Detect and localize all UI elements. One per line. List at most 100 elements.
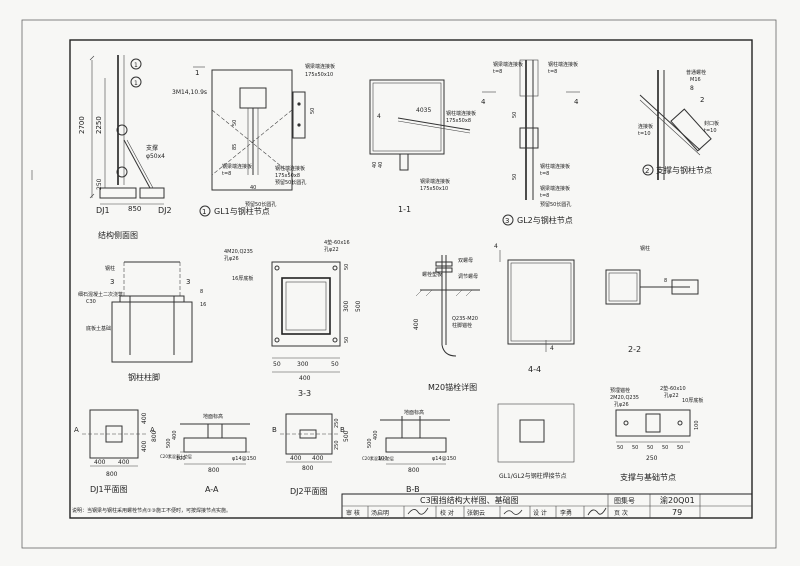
node1-t8: t=8 bbox=[222, 171, 231, 177]
svg-text:16: 16 bbox=[200, 302, 206, 308]
title-block: C3围挡结构大样图、基础图 图集号 渝20Q01 审 核 汤启明 校 对 张朝云… bbox=[341, 493, 753, 519]
plate-washer-hole: 孔φ22 bbox=[324, 246, 339, 253]
svg-text:400: 400 bbox=[312, 455, 324, 462]
node3-label-c: 钢柱端连接板 bbox=[540, 163, 570, 170]
page-no: 79 bbox=[672, 508, 682, 517]
label-dj1: DJ1 bbox=[96, 206, 110, 215]
svg-text:400: 400 bbox=[118, 459, 130, 466]
node1-beam-plate: 钢梁端连接板 bbox=[305, 63, 335, 70]
svg-text:孔φ26: 孔φ26 bbox=[614, 401, 629, 408]
svg-text:50: 50 bbox=[331, 361, 339, 368]
node2-title: 支撑与钢柱节点 bbox=[656, 165, 712, 175]
aa-title: A-A bbox=[205, 485, 219, 494]
sec11-tag: 4 bbox=[377, 113, 381, 120]
svg-text:t=10: t=10 bbox=[704, 128, 717, 134]
m20-anchor-label: 柱脚锚栓 bbox=[452, 322, 472, 329]
svg-text:1: 1 bbox=[134, 80, 138, 87]
m20-washer: 螺栓垫板 bbox=[422, 271, 442, 278]
svg-text:50: 50 bbox=[344, 264, 350, 270]
node1-detail: 1 3M14,10.9s 钢梁端连接板 175x50x10 钢柱端连接板 175… bbox=[172, 63, 335, 217]
node1-dim-c: 50 bbox=[310, 108, 316, 114]
colfoot-grout: 细石混凝土二次浇筑 bbox=[78, 291, 123, 298]
svg-text:2M20,Q235: 2M20,Q235 bbox=[610, 395, 639, 401]
svg-text:400: 400 bbox=[172, 430, 178, 440]
bb-title: B-B bbox=[406, 485, 420, 494]
dj1-plan: A A 400 400 800 400 400 800 DJ1平面图 bbox=[74, 409, 158, 494]
svg-text:50: 50 bbox=[344, 337, 350, 343]
node3-label-b: 钢柱端连接板 bbox=[548, 61, 578, 68]
design-label: 设 计 bbox=[533, 509, 547, 517]
sec11-dim-b: 40 bbox=[378, 162, 384, 168]
atlas-no: 渝20Q01 bbox=[660, 495, 695, 505]
node1-section-tag: 1 bbox=[195, 69, 199, 77]
colfoot-col: 钢柱 bbox=[105, 265, 115, 272]
aa-rebar: φ14@150 bbox=[232, 456, 256, 462]
drawing-note: 说明：当钢梁与钢柱采用螺栓节点①③施工不便时，可按焊接节点实施。 bbox=[72, 507, 231, 514]
sec11-title: 1-1 bbox=[398, 205, 411, 214]
sec11-col-plate-size: 175x50x8 bbox=[446, 118, 471, 124]
svg-text:500: 500 bbox=[166, 438, 172, 448]
sec22-title: 2-2 bbox=[628, 345, 641, 354]
node1-num: 1 bbox=[202, 208, 206, 216]
column-foot: 钢柱 细石混凝土二次浇筑 C30 底板土基础 3 3 8 16 钢柱柱脚 bbox=[78, 261, 206, 382]
dim-850: 850 bbox=[128, 205, 141, 213]
drawing-title: C3围挡结构大样图、基础图 bbox=[420, 495, 519, 505]
svg-text:50: 50 bbox=[647, 445, 653, 451]
node3-section-l: 4 bbox=[481, 98, 486, 106]
designer-signature bbox=[587, 507, 607, 516]
bb-pad: C20素混凝土垫层 bbox=[362, 455, 394, 461]
label-pipe: φ50x4 bbox=[146, 153, 165, 160]
node3-dim-b: 50 bbox=[512, 174, 518, 180]
plate-bolts: 4M20,Q235 bbox=[224, 249, 253, 255]
outer-border bbox=[21, 19, 777, 549]
node1-slot: 预留50长圆孔 bbox=[275, 179, 306, 186]
node2-bolt: 普通螺栓 bbox=[686, 69, 706, 76]
node1-dim-a: 50 bbox=[232, 120, 238, 126]
svg-text:800: 800 bbox=[208, 467, 220, 474]
designer: 李勇 bbox=[560, 509, 572, 517]
node1-beam-end: 钢梁端连接板 bbox=[222, 163, 252, 170]
svg-text:400: 400 bbox=[290, 455, 302, 462]
svg-text:500: 500 bbox=[343, 430, 350, 442]
svg-text:B: B bbox=[272, 426, 277, 434]
node3-section-r: 4 bbox=[574, 98, 579, 106]
svg-text:400: 400 bbox=[141, 412, 148, 424]
svg-text:800: 800 bbox=[151, 430, 158, 442]
svg-text:8: 8 bbox=[200, 289, 203, 295]
node1-col-plate: 钢柱端连接板 bbox=[275, 165, 305, 172]
bb-ground: 地面标高 bbox=[404, 409, 424, 416]
dim-2250: 2250 bbox=[95, 116, 103, 134]
plate-3-3: 4M20,Q235 孔φ26 16厚底板 4垫-60x16 孔φ22 50 30… bbox=[224, 239, 362, 398]
svg-text:100: 100 bbox=[694, 420, 700, 430]
node3-detail: 4 4 钢梁端连接板 t=8 钢柱端连接板 t=8 钢柱端连接板 t=8 钢梁端… bbox=[481, 59, 580, 226]
bb-washer: 2垫-60x10 bbox=[660, 385, 686, 392]
node1-title: GL1与钢柱节点 bbox=[214, 206, 270, 216]
section-2-2: 钢柱 8 2-2 bbox=[605, 245, 699, 354]
svg-text:t=8: t=8 bbox=[540, 193, 549, 199]
bb-rebar: φ14@150 bbox=[432, 456, 456, 462]
dim-2700: 2700 bbox=[78, 116, 86, 134]
dj2-title: DJ2平面图 bbox=[290, 487, 328, 496]
svg-text:400: 400 bbox=[94, 459, 106, 466]
node1-col-plate-size: 175x50x8 bbox=[275, 173, 300, 179]
aa-ground: 地面标高 bbox=[203, 413, 223, 420]
node2-num: 2 bbox=[645, 167, 649, 175]
svg-text:50: 50 bbox=[632, 445, 638, 451]
svg-text:t=8: t=8 bbox=[493, 69, 502, 75]
svg-text:300: 300 bbox=[297, 361, 309, 368]
node1-dim-d: 40 bbox=[250, 185, 256, 191]
brace-base-node: 预埋锚栓 2M20,Q235 孔φ26 2垫-60x10 孔φ22 10厚底板 … bbox=[610, 385, 703, 482]
bb-plate: 10厚底板 bbox=[682, 397, 703, 404]
section-a-a: 地面标高 C20素混凝土垫层 φ14@150 400 500 100 800 A… bbox=[160, 413, 256, 494]
m20-adj-nut: 调节螺母 bbox=[458, 273, 478, 280]
plate-hole: 孔φ26 bbox=[224, 255, 239, 262]
svg-text:400: 400 bbox=[299, 375, 311, 382]
sec11-beam-plate-size: 175x50x10 bbox=[420, 186, 448, 192]
m20-double-nut: 双螺母 bbox=[458, 257, 473, 264]
weld-node: GL1/GL2与钢柱焊接节点 bbox=[497, 403, 575, 480]
svg-text:t=8: t=8 bbox=[548, 69, 557, 75]
node1-bolt: 3M14,10.9s bbox=[172, 89, 207, 96]
svg-text:50: 50 bbox=[677, 445, 683, 451]
